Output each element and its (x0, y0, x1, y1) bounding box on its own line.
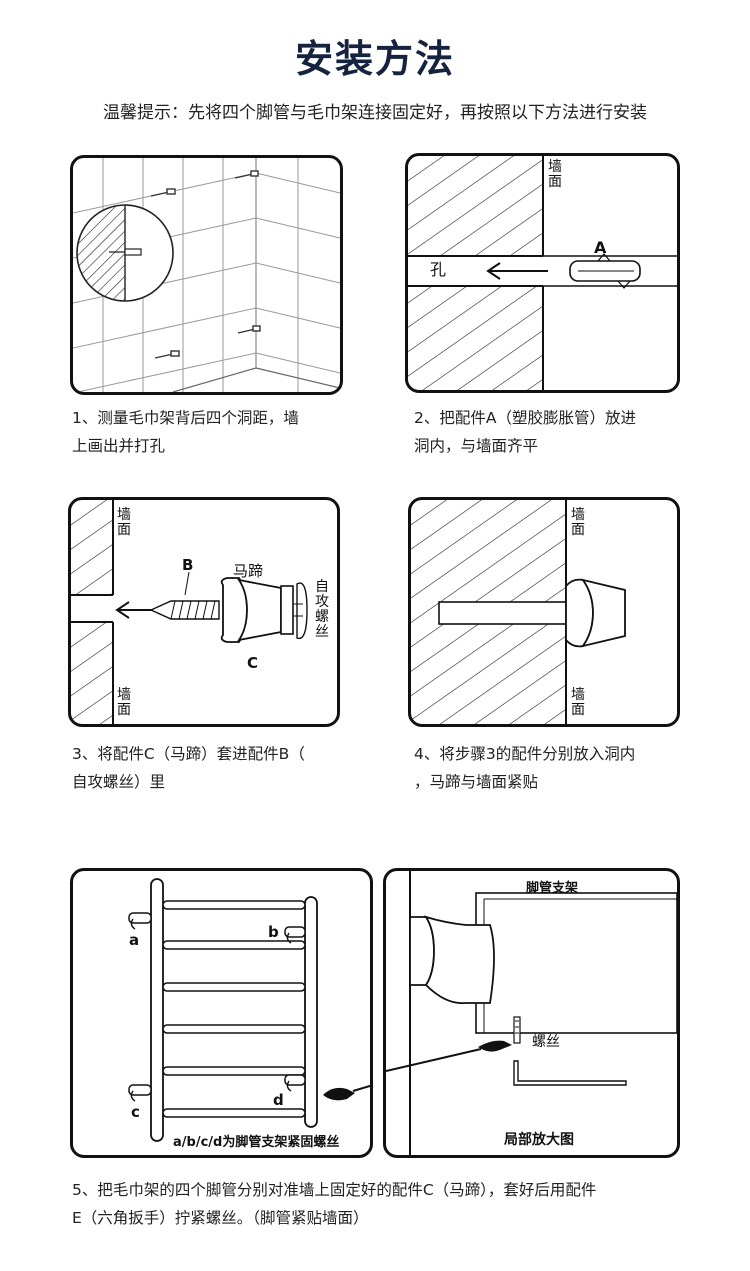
wall-label-top: 墙面 (571, 507, 585, 538)
self-tapping-screw-label: 自攻螺丝 (315, 579, 329, 640)
wall-label: 墙面 (548, 159, 562, 190)
step1-line1: 1、测量毛巾架背后四个洞距，墙 (72, 409, 299, 427)
step4-line2: ，马蹄与墙面紧贴 (414, 773, 539, 791)
step2-diagram: 墙面 孔 A (405, 153, 680, 393)
step5-enlarged-diagram: 脚管支架 螺丝 局部放大图 (383, 868, 680, 1158)
wall-label-bottom: 墙面 (571, 687, 585, 718)
wall-label-bottom: 墙面 (117, 687, 131, 718)
step5-line1: 5、把毛巾架的四个脚管分别对准墙上固定好的配件C（马蹄），套好后用配件 (72, 1181, 597, 1199)
step2-line2: 洞内，与墙面齐平 (414, 437, 539, 455)
step1-diagram (70, 155, 343, 395)
horseshoe-label: 马蹄 (233, 562, 264, 580)
tube-c-label: c (131, 1103, 140, 1121)
part-c-label: C (247, 654, 259, 672)
step3-diagram: 墙面 墙面 B 马蹄 C 自攻螺丝 (68, 497, 340, 727)
tip-text: 温馨提示：先将四个脚管与毛巾架连接固定好，再按照以下方法进行安装 (103, 103, 647, 123)
part-b-label: B (182, 556, 194, 574)
step5-caption: 5、把毛巾架的四个脚管分别对准墙上固定好的配件C（马蹄），套好后用配件 E（六角… (72, 1176, 712, 1232)
tube-b-label: b (268, 923, 279, 941)
step3-line1: 3、将配件C（马蹄）套进配件B（ (72, 745, 305, 763)
step4-diagram: 墙面 墙面 (408, 497, 680, 727)
step5-rack-diagram: a b c d a/b/c/d为脚管支架紧固螺丝 (70, 868, 373, 1158)
step3-caption: 3、将配件C（马蹄）套进配件B（ 自攻螺丝）里 (72, 740, 372, 796)
step2-line1: 2、把配件A（塑胶膨胀管）放进 (414, 409, 636, 427)
page-title: 安装方法 (294, 37, 455, 81)
foot-bracket-label: 脚管支架 (526, 881, 579, 896)
step1-caption: 1、测量毛巾架背后四个洞距，墙 上画出并打孔 (72, 404, 362, 460)
screw-label: 螺丝 (532, 1034, 560, 1050)
tube-a-label: a (129, 931, 140, 949)
hole-label: 孔 (430, 260, 447, 279)
wall-label-top: 墙面 (117, 507, 131, 538)
tube-d-label: d (273, 1091, 284, 1109)
abcd-note: a/b/c/d为脚管支架紧固螺丝 (173, 1135, 340, 1150)
step1-line2: 上画出并打孔 (72, 437, 166, 455)
step4-line1: 4、将步骤3的配件分别放入洞内 (414, 745, 636, 763)
step3-line2: 自攻螺丝）里 (72, 773, 166, 791)
enlarged-view-label: 局部放大图 (504, 1132, 574, 1148)
step2-caption: 2、把配件A（塑胶膨胀管）放进 洞内，与墙面齐平 (414, 404, 724, 460)
part-a-label: A (594, 238, 607, 257)
step4-caption: 4、将步骤3的配件分别放入洞内 ，马蹄与墙面紧贴 (414, 740, 714, 796)
step5-line2: E（六角扳手）拧紧螺丝。（脚管紧贴墙面） (72, 1209, 369, 1227)
